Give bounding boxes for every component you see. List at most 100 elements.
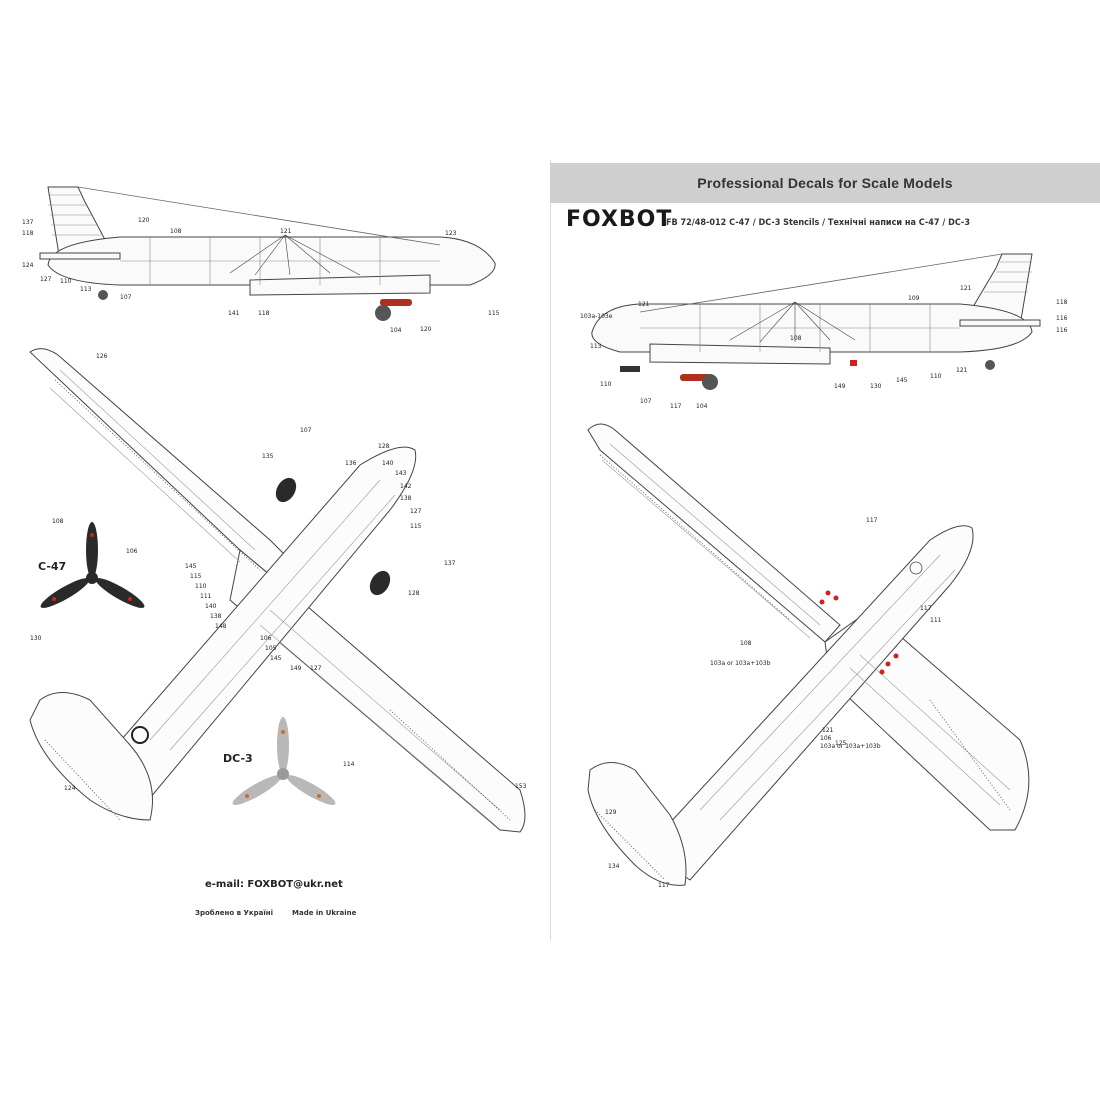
banner-title: Professional Decals for Scale Models [697,175,953,191]
contact-email: e-mail: FOXBOT@ukr.net [205,879,343,890]
callout: 107 [120,294,132,301]
right-side-view: 103a-103e 121 118 116 109 121 116 110 11… [580,253,1068,410]
callout: 115 [190,573,202,580]
callout: 125 [835,740,847,747]
c47-label: C-47 [38,560,67,573]
callout: 140 [382,460,394,467]
callout: 117 [658,882,670,889]
callout: 134 [608,863,620,870]
callout: 113 [590,343,602,350]
header-banner [550,163,1100,203]
callout: 149 [834,383,846,390]
made-in-ukraine-uk: Зроблено в Україні [195,909,274,917]
right-plan-view: 117 117 111 103a or 103a+103b 108 125 10… [587,423,1030,889]
callout: 120 [138,217,150,224]
callout: 103a or 103a+103b [710,660,771,667]
callout: 136 [345,460,357,467]
stencil-red-dots [819,590,899,675]
callout: 145 [185,563,197,570]
callout: 116 [1056,327,1068,334]
callout: 124 [64,785,76,792]
callout: 127 [410,508,422,515]
callout: 118 [22,230,34,237]
callout: 127 [310,665,322,672]
callout: 128 [378,443,390,450]
callout: 145 [270,655,282,662]
propeller-hub-icon [86,572,98,584]
callout: 106 [126,548,138,555]
callout: 114 [343,761,355,768]
propeller-blade-icon [95,578,145,608]
callout: 127 [40,276,52,283]
callout: 137 [444,560,456,567]
callout: 128 [408,590,420,597]
callout: 140 [205,603,217,610]
callout: 121 [638,301,650,308]
sheet-subtitle: FB 72/48-012 C-47 / DC-3 Stencils / Техн… [666,218,971,228]
callout: 117 [670,403,682,410]
callout: 108 [790,335,802,342]
callout: 109 [908,295,920,302]
callout: 130 [30,635,42,642]
callout: 113 [80,286,92,293]
callout: 107 [300,427,312,434]
callout: 110 [600,381,612,388]
tailwheel-marking-icon [131,726,149,744]
left-plan-view: 126 107 128 135 136 140 143 142 138 127 … [29,348,527,833]
tail-wheel-icon [985,360,995,370]
engine-nacelle-icon [275,477,297,503]
callout: 117 [920,605,932,612]
callout: 105 [265,645,277,652]
callout: 104 [390,327,402,334]
callout: 120 [420,326,432,333]
callout: 107 [640,398,652,405]
callout: 110 [60,278,72,285]
brand-logo: FOXBOT [566,207,673,232]
callout: 118 [1056,299,1068,306]
callout: 130 [870,383,882,390]
stencil-red-mark [850,360,857,366]
engine-exhaust-red [380,299,412,306]
callout: 110 [195,583,207,590]
callout: 129 [605,809,617,816]
callout: 106 [260,635,272,642]
engine-nacelle-icon [369,570,391,596]
dc3-propeller: 114 [232,717,355,805]
callout: 142 [400,483,412,490]
callout: 116 [1056,315,1068,322]
callout: 103a or 103a+103b [820,743,881,750]
callout: 135 [262,453,274,460]
callout: 121 [960,285,972,292]
callout: 126 [96,353,108,360]
callout: 108 [52,518,64,525]
callout: 153 [515,783,527,790]
callout: 117 [866,517,878,524]
callout: 138 [400,495,412,502]
callout: 137 [22,219,34,226]
callout: 123 [445,230,457,237]
page-divider [550,160,551,940]
tail-wheel-icon [98,290,108,300]
main-wheel-icon [375,305,391,321]
callout: 108 [740,640,752,647]
callout: 124 [22,262,34,269]
callout: 143 [395,470,407,477]
dc3-label: DC-3 [223,752,253,765]
propeller-blade-icon [40,578,90,608]
callout: 145 [896,377,908,384]
callout: 115 [488,310,500,317]
callout: 149 [290,665,302,672]
callout: 104 [696,403,708,410]
callout: 121 [280,228,292,235]
callout: 110 [930,373,942,380]
callout: 118 [258,310,270,317]
nose-marking-icon [620,366,640,372]
callout: 108 [170,228,182,235]
callout: 121 [956,367,968,374]
left-side-view: 137 118 120 108 121 123 124 127 110 113 … [22,186,500,334]
callout: 111 [930,617,942,624]
callout: 103a-103e [580,313,613,320]
made-in-ukraine-en: Made in Ukraine [292,909,357,917]
main-wheel-icon [702,374,718,390]
propeller-blade-icon [86,522,98,578]
